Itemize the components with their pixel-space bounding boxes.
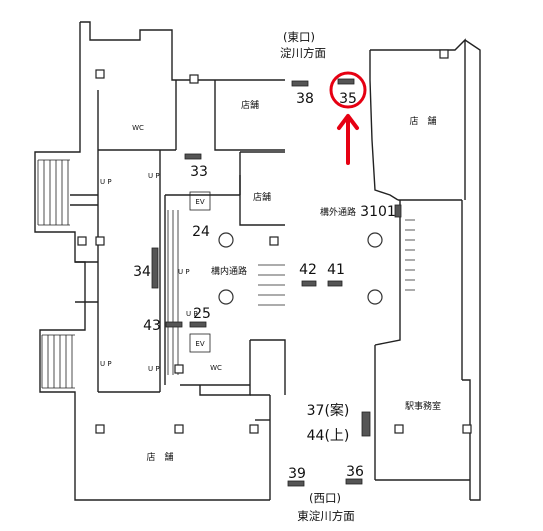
up-label-2: U P <box>148 172 160 180</box>
sign-bars <box>151 78 402 487</box>
inner-passage-label: 構内通路 <box>211 265 247 277</box>
marker-38: 38 <box>296 91 314 107</box>
gate-stairs <box>167 210 415 375</box>
highlight-marker <box>329 71 367 165</box>
west-destination-label: 東淀川方面 <box>297 509 355 523</box>
east-exit-label: (東口) <box>283 30 315 44</box>
east-destination-label: 淀川方面 <box>280 46 326 60</box>
wc-bottom-label: WC <box>210 364 222 372</box>
up-label-1: U P <box>100 178 112 186</box>
elevator-top <box>189 191 211 211</box>
marker-34: 34 <box>133 264 151 280</box>
marker-43: 43 <box>143 318 161 334</box>
up-label-4: U P <box>100 360 112 368</box>
station-office-label: 駅事務室 <box>405 400 441 412</box>
highlight-arrow-icon <box>337 114 359 165</box>
up-label-6: U P <box>186 310 198 318</box>
highlight-circle <box>329 71 367 109</box>
marker-36: 36 <box>346 464 364 480</box>
marker-3101: 3101 <box>360 204 396 220</box>
shop-top-label: 店舗 <box>241 99 259 111</box>
up-label-5: U P <box>148 365 160 373</box>
pillars <box>77 49 472 434</box>
stairs-upper <box>37 159 70 226</box>
marker-33: 33 <box>190 164 208 180</box>
marker-24: 24 <box>192 224 210 240</box>
west-exit-label: (西口) <box>309 491 341 505</box>
elevator-bottom <box>189 333 211 353</box>
marker-44: 44(上) <box>307 428 350 444</box>
round-columns <box>218 232 383 305</box>
marker-35: 35 <box>339 91 357 107</box>
marker-37: 37(案) <box>307 402 350 419</box>
marker-39: 39 <box>288 466 306 482</box>
stairs-lower <box>41 334 75 389</box>
wc-top-label: WC <box>132 124 144 132</box>
up-label-3: U P <box>178 268 190 276</box>
building-walls <box>34 21 481 501</box>
marker-25: 25 <box>193 306 211 322</box>
outer-passage-label: 構外通路 <box>320 206 356 218</box>
marker-41: 41 <box>327 262 345 278</box>
ev-bottom-label: EV <box>195 340 204 348</box>
marker-42: 42 <box>299 262 317 278</box>
shop-mid-label: 店舗 <box>253 191 271 203</box>
shop-bottom-label: 店 舗 <box>146 451 173 463</box>
ev-top-label: EV <box>195 198 204 206</box>
shop-right-label: 店 舗 <box>409 115 436 127</box>
